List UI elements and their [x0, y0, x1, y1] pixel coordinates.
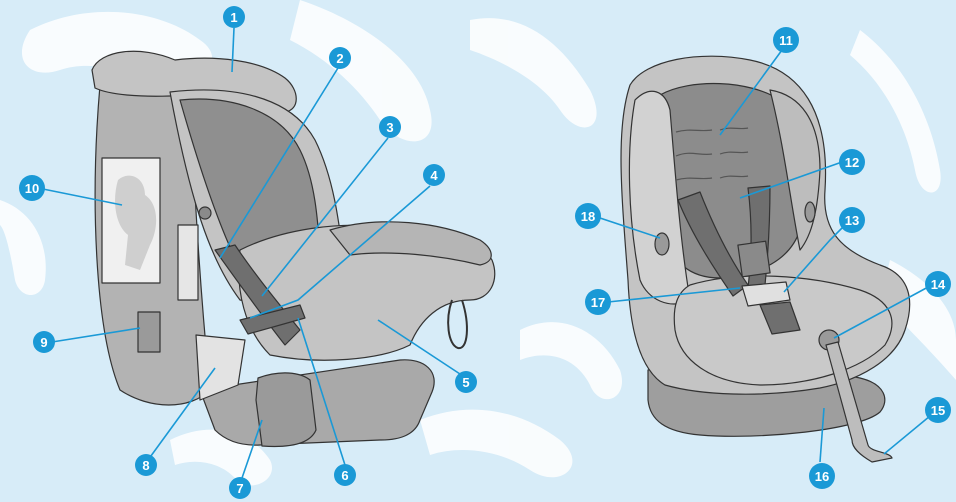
callouts: 1 2 3 4 5 6 7 8 9 10 11 12 13 14 15 16 1… — [19, 6, 951, 499]
callout-18-label: 18 — [581, 209, 595, 224]
callout-3-label: 3 — [386, 120, 393, 135]
callout-11-label: 11 — [779, 33, 793, 48]
callout-4-label: 4 — [430, 168, 438, 183]
callout-17-label: 17 — [591, 295, 605, 310]
leader-2 — [219, 67, 339, 259]
callout-17: 17 — [585, 289, 611, 315]
right-seat-buckle — [741, 281, 791, 307]
left-seat-side-panel — [195, 334, 246, 401]
callout-10-label: 10 — [25, 181, 39, 196]
callout-2-label: 2 — [336, 51, 343, 66]
callout-14-label: 14 — [931, 277, 946, 292]
left-seat-rear-sticker — [137, 311, 161, 353]
callout-5: 5 — [455, 371, 477, 393]
leader-14 — [833, 285, 931, 339]
callout-5-label: 5 — [462, 375, 469, 390]
left-seat-base-front — [255, 372, 317, 448]
left-seat-label-figure — [115, 175, 157, 270]
left-seat-knob — [198, 206, 212, 220]
callout-1-label: 1 — [230, 10, 237, 25]
right-seat-side-knob — [804, 201, 816, 223]
leader-lines — [37, 27, 931, 479]
leader-3 — [261, 137, 389, 297]
callout-14: 14 — [925, 271, 951, 297]
callout-8-label: 8 — [142, 458, 149, 473]
callout-13-label: 13 — [845, 213, 859, 228]
callout-9-label: 9 — [40, 335, 47, 350]
leader-4 — [249, 185, 431, 319]
right-seat-stitching — [675, 127, 749, 181]
left-seat-lap-belt — [239, 304, 306, 335]
leader-17 — [607, 287, 741, 303]
left-car-seat — [91, 50, 496, 448]
callout-15-label: 15 — [931, 403, 945, 418]
right-car-seat — [620, 55, 911, 463]
callout-6-label: 6 — [341, 468, 348, 483]
leader-10 — [37, 187, 123, 206]
callout-11: 11 — [773, 27, 799, 53]
leader-9 — [51, 327, 141, 343]
callout-16-label: 16 — [815, 469, 829, 484]
callout-13: 13 — [839, 207, 865, 233]
right-seat-side-button — [654, 232, 670, 256]
callout-16: 16 — [809, 463, 835, 489]
leader-1 — [231, 27, 235, 73]
leader-16 — [819, 407, 825, 463]
callout-7: 7 — [229, 477, 251, 499]
leader-7 — [241, 419, 263, 479]
callout-12-label: 12 — [845, 155, 859, 170]
leader-5 — [377, 319, 461, 375]
leader-11 — [719, 49, 783, 136]
callout-12: 12 — [839, 149, 865, 175]
callout-9: 9 — [33, 331, 55, 353]
callout-1: 1 — [223, 6, 245, 28]
callout-18: 18 — [575, 203, 601, 229]
callout-6: 6 — [334, 464, 356, 486]
leader-15 — [883, 415, 931, 455]
leader-12 — [739, 161, 843, 199]
callout-4: 4 — [423, 164, 445, 186]
callout-15: 15 — [925, 397, 951, 423]
leader-6 — [297, 317, 346, 466]
right-seat-adjust-strap — [825, 341, 893, 463]
leader-18 — [593, 215, 661, 239]
callout-8: 8 — [135, 454, 157, 476]
right-seat-crotch-strap — [759, 301, 801, 335]
callout-7-label: 7 — [236, 481, 243, 496]
right-seat-pad — [737, 240, 771, 278]
callout-10: 10 — [19, 175, 45, 201]
callout-3: 3 — [379, 116, 401, 138]
leader-8 — [147, 367, 216, 461]
left-seat-loop — [447, 299, 468, 349]
left-seat-cushion-roll — [329, 221, 492, 266]
left-seat-side-label — [177, 224, 199, 301]
callout-2: 2 — [329, 47, 351, 69]
